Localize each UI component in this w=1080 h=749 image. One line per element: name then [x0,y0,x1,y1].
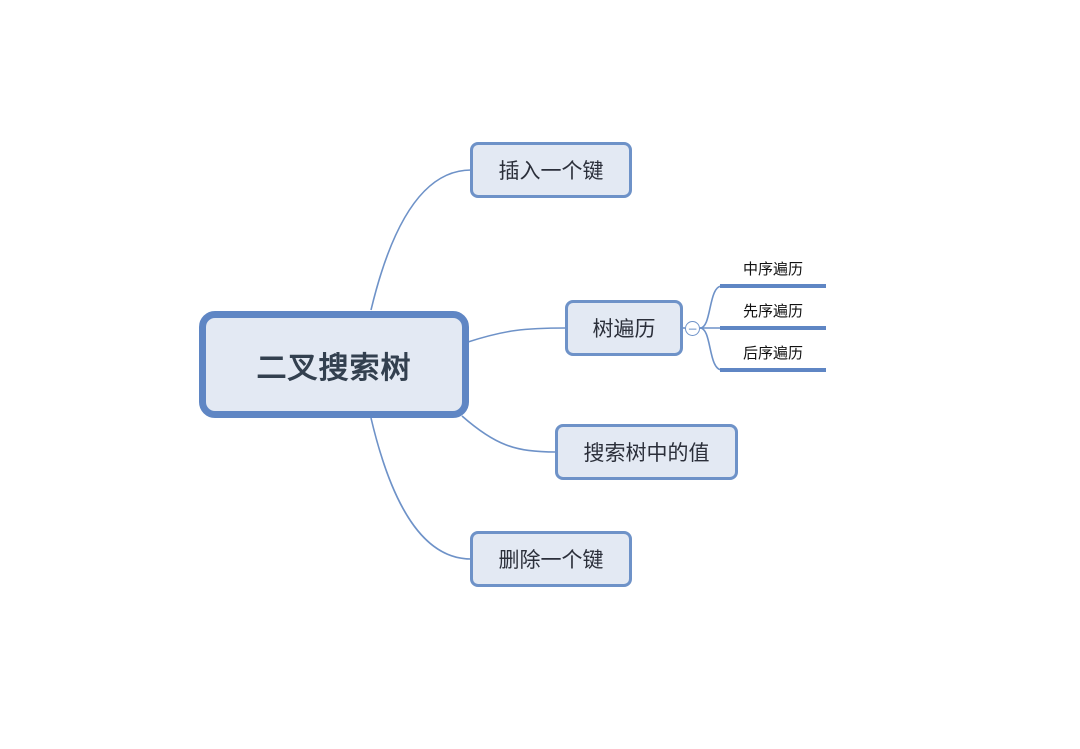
connector-traverse [467,327,567,343]
connector-search [461,415,557,453]
branch-delete-key-label: 删除一个键 [498,548,604,572]
leaf-preorder-label: 先序遍历 [742,302,803,320]
leaf-preorder[interactable]: 先序遍历 [720,301,826,321]
leaf-postorder-underline [720,368,826,372]
branch-tree-traversal[interactable]: 树遍历 [565,300,683,356]
connector-postorder [699,327,723,371]
leaf-preorder-underline [720,326,826,330]
branch-insert-key[interactable]: 插入一个键 [470,142,632,198]
leaf-inorder-label: 中序遍历 [742,260,803,278]
branch-delete-key[interactable]: 删除一个键 [470,531,632,587]
branch-search-value-label: 搜索树中的值 [583,441,710,465]
branch-tree-traversal-label: 树遍历 [592,317,656,341]
root-node-label: 二叉搜索树 [256,350,412,386]
branch-search-value[interactable]: 搜索树中的值 [555,424,738,480]
connector-insert [370,169,472,311]
connector-delete [370,417,472,560]
leaf-postorder-label: 后序遍历 [742,344,803,362]
connector-inorder [699,285,723,329]
leaf-inorder[interactable]: 中序遍历 [720,259,826,279]
leaf-postorder[interactable]: 后序遍历 [720,343,826,363]
branch-insert-key-label: 插入一个键 [498,159,604,183]
leaf-inorder-underline [720,284,826,288]
collapse-toggle-glyph: − [687,321,698,336]
collapse-toggle-icon[interactable]: − [685,321,700,336]
root-node[interactable]: 二叉搜索树 [199,311,469,418]
